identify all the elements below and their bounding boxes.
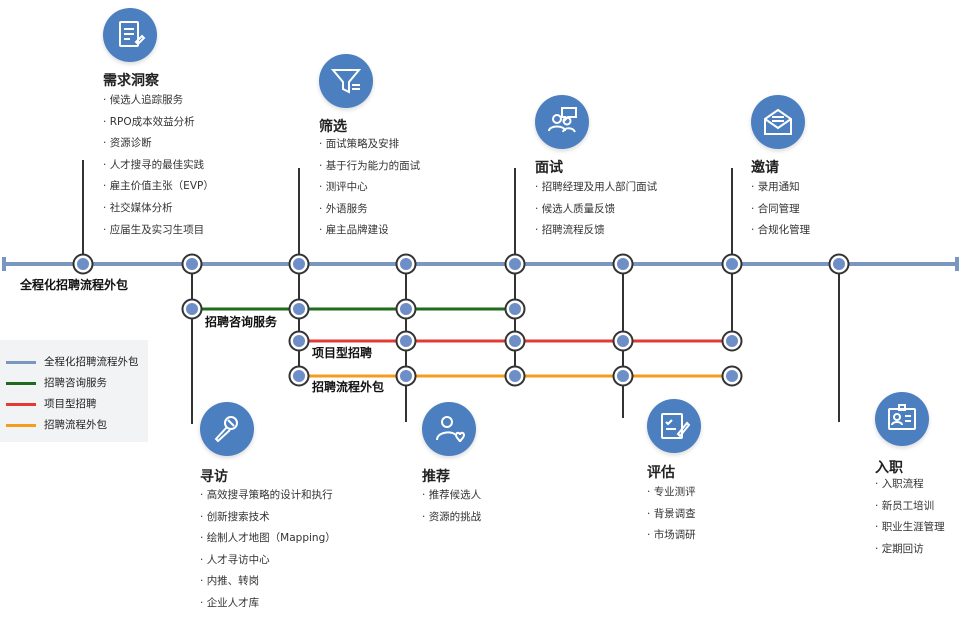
list-item: RPO成本效益分析 (103, 112, 214, 134)
node-rpo-3 (400, 370, 412, 382)
list-item: 推荐候选人 (422, 485, 482, 507)
list-item: 创新搜索技术 (200, 507, 336, 529)
list-item: 高效搜寻策略的设计和执行 (200, 485, 336, 507)
stage-title-onboard: 入职 (875, 460, 903, 476)
stage-items-offer: 录用通知 合同管理 合规化管理 (751, 177, 811, 242)
node-rpo-4 (509, 370, 521, 382)
node-project-3 (400, 335, 412, 347)
node-project-4 (509, 335, 521, 347)
stage-title-interview: 面试 (535, 160, 563, 176)
stage-title-demand: 需求洞察 (103, 73, 159, 89)
list-item: 内推、转岗 (200, 571, 336, 593)
list-item: 定期回访 (875, 539, 945, 561)
list-item: 企业人才库 (200, 593, 336, 615)
node-rpo-5 (617, 370, 629, 382)
stage-items-recommend: 推荐候选人 资源的挑战 (422, 485, 482, 529)
legend-swatch-full-rpo (6, 361, 36, 364)
node-main-5 (617, 258, 629, 270)
node-main-1 (186, 258, 198, 270)
route-label-project: 项目型招聘 (312, 346, 373, 360)
legend-label: 招聘咨询服务 (44, 377, 107, 389)
list-item: 新员工培训 (875, 496, 945, 518)
list-item: 基于行为能力的面试 (319, 156, 421, 178)
legend-label: 项目型招聘 (44, 398, 97, 410)
route-label-consulting: 招聘咨询服务 (205, 315, 278, 329)
node-main-4 (509, 258, 521, 270)
node-main-2 (293, 258, 305, 270)
list-item: 合同管理 (751, 199, 810, 221)
node-consulting-1 (186, 303, 198, 315)
document-pen-icon (103, 8, 157, 62)
list-item: 合规化管理 (751, 220, 811, 242)
node-rpo-2 (293, 370, 305, 382)
node-main-6 (726, 258, 738, 270)
node-consulting-3 (400, 303, 412, 315)
list-item: 招聘流程反馈 (535, 220, 657, 242)
stage-items-search: 高效搜寻策略的设计和执行 创新搜索技术 绘制人才地图（Mapping） 人才寻访… (200, 485, 336, 615)
stage-title-recommend: 推荐 (422, 469, 450, 485)
list-item: 入职流程 (875, 474, 945, 496)
list-item: 招聘经理及用人部门面试 (535, 177, 658, 199)
stage-items-interview: 招聘经理及用人部门面试 候选人质量反馈 招聘流程反馈 (535, 177, 658, 242)
list-item: 测评中心 (319, 177, 420, 199)
node-project-2 (293, 335, 305, 347)
legend-swatch-rpo (6, 424, 36, 427)
node-main-7 (833, 258, 845, 270)
list-item: 面试策略及安排 (319, 134, 420, 156)
list-item: 候选人追踪服务 (103, 90, 214, 112)
stage-items-screen: 面试策略及安排 基于行为能力的面试 测评中心 外语服务 雇主品牌建设 (319, 134, 421, 242)
filter-icon (319, 54, 373, 108)
route-label-rpo: 招聘流程外包 (312, 380, 385, 394)
stage-title-search: 寻访 (200, 469, 228, 485)
stage-items-demand: 候选人追踪服务 RPO成本效益分析 资源诊断 人才搜寻的最佳实践 雇主价值主张（… (103, 90, 214, 241)
people-chat-icon (535, 95, 589, 149)
list-item: 专业测评 (647, 482, 696, 504)
list-item: 雇主品牌建设 (319, 220, 420, 242)
node-consulting-2 (293, 303, 305, 315)
list-item: 候选人质量反馈 (535, 199, 657, 221)
envelope-icon (751, 95, 805, 149)
list-item: 人才搜寻的最佳实践 (103, 155, 214, 177)
id-badge-icon (875, 392, 929, 446)
list-item: 资源诊断 (103, 133, 214, 155)
node-main-3 (400, 258, 412, 270)
list-item: 雇主价值主张（EVP） (103, 176, 214, 198)
list-item: 市场调研 (647, 525, 696, 547)
list-item: 职业生涯管理 (875, 517, 945, 539)
legend-swatch-project (6, 403, 36, 406)
route-label-full-rpo: 全程化招聘流程外包 (20, 278, 129, 292)
legend-swatch-consulting (6, 382, 36, 385)
legend-label: 招聘流程外包 (44, 419, 107, 431)
user-heart-icon (422, 402, 476, 456)
node-project-6 (726, 335, 738, 347)
stage-items-onboard: 入职流程 新员工培训 职业生涯管理 定期回访 (875, 474, 945, 560)
node-rpo-6 (726, 370, 738, 382)
list-item: 外语服务 (319, 199, 420, 221)
node-consulting-4 (509, 303, 521, 315)
list-item: 社交媒体分析 (103, 198, 214, 220)
stage-title-offer: 邀请 (751, 160, 779, 176)
stage-items-assess: 专业测评 背景调查 市场调研 (647, 482, 696, 547)
stage-title-screen: 筛选 (319, 119, 347, 135)
node-main-0 (77, 258, 89, 270)
list-item: 录用通知 (751, 177, 810, 199)
microphone-icon (200, 402, 254, 456)
route-legend: 全程化招聘流程外包 招聘咨询服务 项目型招聘 招聘流程外包 (0, 340, 148, 442)
list-item: 背景调查 (647, 504, 696, 526)
list-item: 绘制人才地图（Mapping） (200, 528, 336, 550)
checklist-pen-icon (647, 399, 701, 453)
node-project-5 (617, 335, 629, 347)
legend-label: 全程化招聘流程外包 (44, 356, 139, 368)
list-item: 资源的挑战 (422, 507, 482, 529)
list-item: 应届生及实习生项目 (103, 220, 214, 242)
stage-title-assess: 评估 (647, 465, 675, 481)
list-item: 人才寻访中心 (200, 550, 336, 572)
